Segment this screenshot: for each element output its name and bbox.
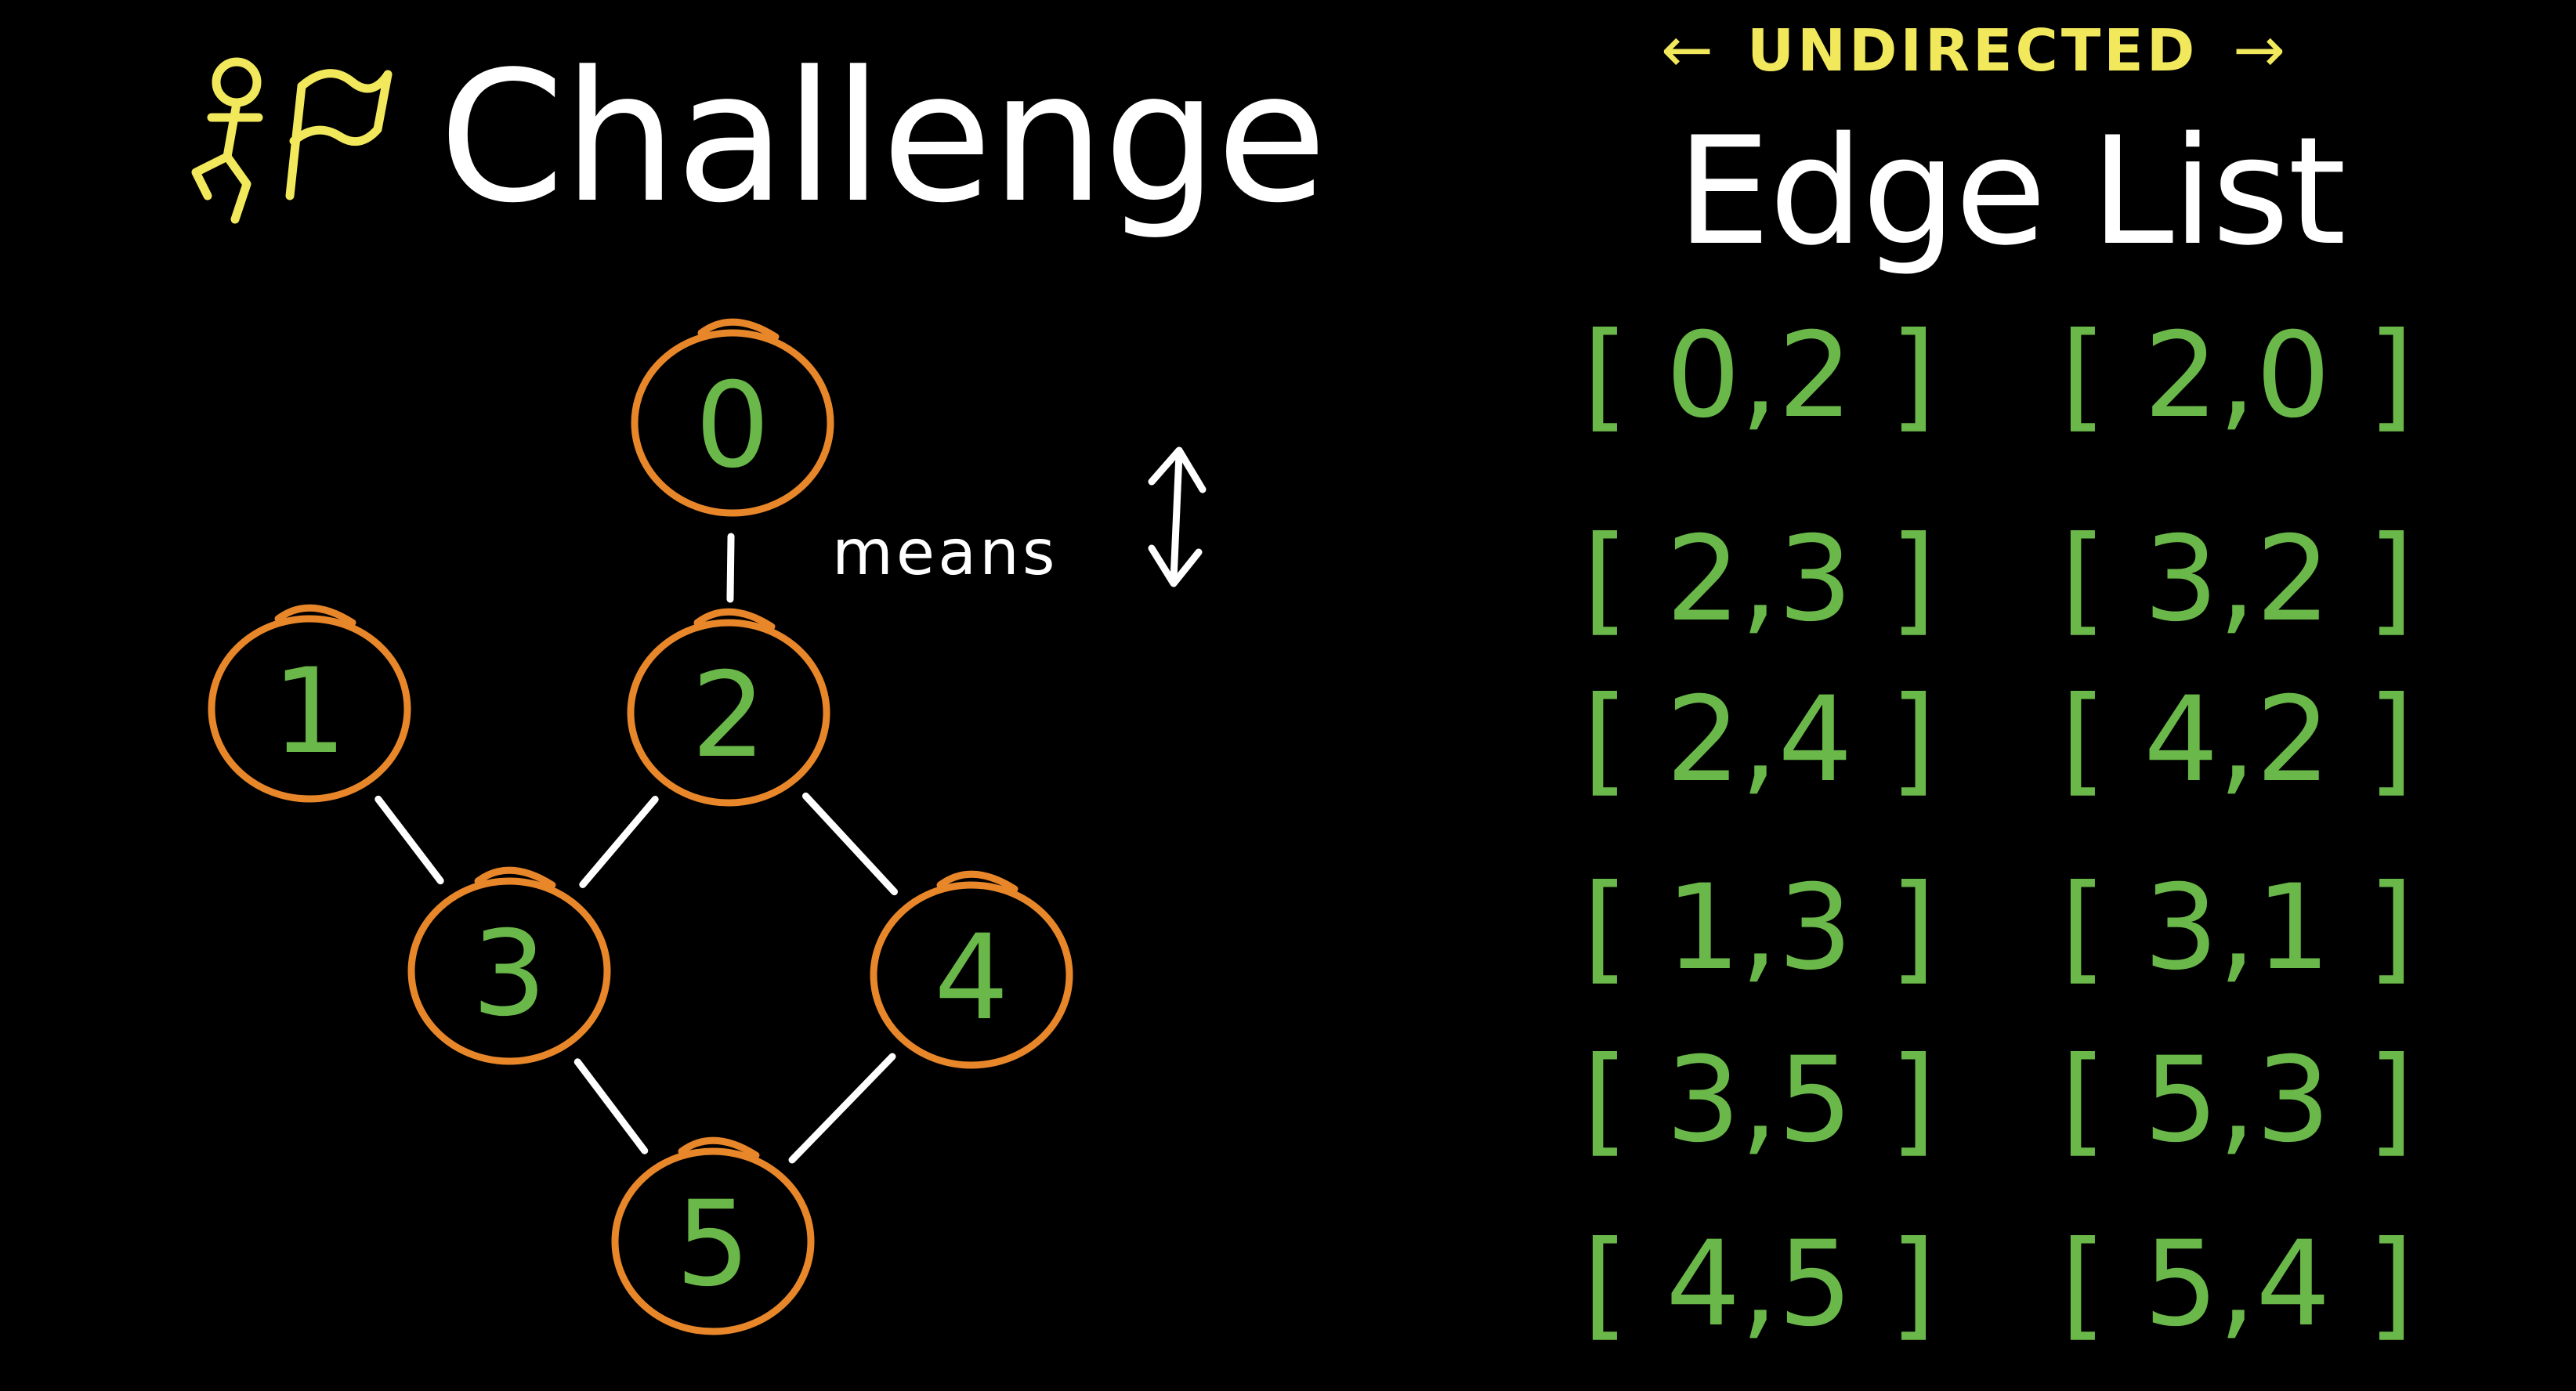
- node-label: 4: [934, 910, 1008, 1046]
- node-label: 2: [691, 648, 765, 784]
- graph-edge-4-5: [788, 1053, 896, 1164]
- node-circle-overlap: [697, 318, 780, 341]
- edge-pair-5-1: [ 5,4 ]: [2060, 1216, 2414, 1353]
- graph-node-0: 0: [631, 318, 834, 517]
- page-title: Challenge: [439, 34, 1327, 243]
- graph-edge-2-4: [801, 792, 899, 896]
- undirected-annotation: UNDIRECTED: [1747, 17, 2198, 85]
- node-circle: [870, 881, 1073, 1069]
- graph-edge-1-3: [374, 795, 444, 885]
- edge-pair-3-0: [ 1,3 ]: [1583, 860, 1936, 996]
- edge-pair-3-1: [ 3,1 ]: [2060, 860, 2414, 996]
- edge-pair-5-0: [ 4,5 ]: [1583, 1216, 1936, 1353]
- node-circle-overlap: [936, 870, 1018, 893]
- edge-pair-0-0: [ 0,2 ]: [1583, 308, 1936, 444]
- graph-node-1: 1: [208, 604, 411, 803]
- edge-pair-4-0: [ 3,5 ]: [1583, 1032, 1936, 1169]
- graph-node-2: 2: [627, 608, 830, 807]
- node-circle: [208, 615, 411, 803]
- node-label: 1: [272, 644, 346, 780]
- graph-edge-0-2: [726, 533, 735, 603]
- node-label: 3: [472, 906, 546, 1042]
- node-circle-overlap: [474, 866, 556, 889]
- edge-pair-4-1: [ 5,3 ]: [2060, 1032, 2414, 1169]
- up-down-arrow-icon: [1148, 446, 1207, 587]
- edge-pair-2-1: [ 4,2 ]: [2060, 672, 2414, 808]
- edge-pair-1-0: [ 2,3 ]: [1583, 511, 1936, 648]
- edge-list-title: Edge List: [1677, 105, 2346, 278]
- graph-node-5: 5: [611, 1136, 815, 1335]
- edge-pair-1-1: [ 3,2 ]: [2060, 511, 2414, 648]
- means-label: means: [832, 516, 1058, 589]
- node-label: 0: [695, 358, 769, 494]
- edge-pair-0-1: [ 2,0 ]: [2060, 308, 2414, 444]
- graph-node-4: 4: [870, 870, 1073, 1069]
- graph-node-3: 3: [407, 866, 611, 1065]
- graph-edge-2-3: [579, 796, 659, 888]
- node-label: 5: [675, 1176, 750, 1313]
- right-arrow-icon: →: [2233, 13, 2286, 86]
- running-flag-icon: [191, 57, 393, 224]
- node-circle: [611, 1147, 815, 1335]
- node-circle: [627, 619, 830, 807]
- node-circle-overlap: [274, 604, 356, 627]
- node-circle: [631, 329, 834, 517]
- graph-edge-3-5: [573, 1058, 649, 1154]
- edge-pair-2-0: [ 2,4 ]: [1583, 672, 1936, 808]
- node-circle: [407, 877, 611, 1065]
- left-arrow-icon: ←: [1661, 13, 1714, 86]
- node-circle-overlap: [693, 608, 776, 630]
- node-circle-overlap: [678, 1136, 760, 1159]
